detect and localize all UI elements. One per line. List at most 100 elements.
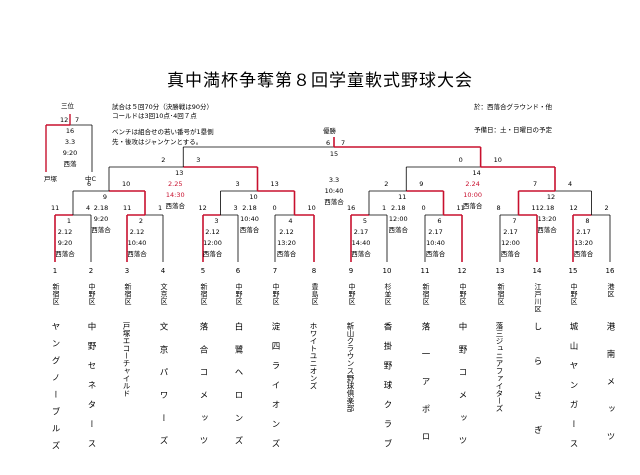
- team-ward: 中野区: [570, 283, 578, 306]
- game-venue: 西落合: [91, 226, 111, 234]
- team-name: ホワイトユニオンズ: [309, 322, 318, 390]
- reserve-note: 予備日：土・日曜日の予定: [474, 126, 552, 134]
- game-time: 13:20: [537, 215, 557, 223]
- game-no: 12: [546, 193, 556, 201]
- team-name: 落一アポロ: [420, 322, 430, 460]
- game-no: 3: [214, 217, 219, 225]
- game-date: 2.17: [428, 228, 443, 236]
- game-date: 2.12: [279, 228, 294, 236]
- venue-note: 於：西落合グラウンド・他: [474, 103, 552, 111]
- rules-line-1: 試合は５回70分（決勝戦は90分）: [112, 103, 214, 111]
- score-left: 0: [458, 156, 463, 164]
- score-left: 3: [235, 180, 240, 188]
- game-no: 8: [585, 217, 590, 225]
- game-venue: 西落合: [388, 226, 409, 234]
- game-no: 1: [66, 217, 72, 225]
- game-time: 10:00: [463, 191, 482, 199]
- team-ward: 江戸川区: [534, 283, 542, 313]
- team-ward: 豊島区: [311, 283, 319, 306]
- team-name: 落三ジュニアファイターズ: [495, 322, 504, 412]
- game-time: 12:00: [388, 215, 408, 223]
- score-right: 13: [270, 180, 279, 188]
- game-venue: 西落合: [55, 250, 75, 258]
- team-name: 白鷺ヘロンズ: [233, 322, 243, 459]
- game-no: 11: [398, 193, 407, 201]
- score-left: 0: [272, 204, 277, 212]
- score-right: 10: [122, 180, 131, 188]
- score-right: 1: [382, 204, 387, 212]
- final-label: 優勝: [323, 127, 336, 135]
- game-no: 4: [288, 217, 293, 225]
- game-date: 2.12: [57, 228, 73, 236]
- game-no: 10: [249, 193, 258, 201]
- final-date: 3.3: [328, 176, 340, 184]
- game-date: 2.17: [353, 228, 369, 236]
- score-left: 12: [198, 204, 207, 212]
- game-time: 14:40: [351, 239, 371, 247]
- game-time: 9:20: [93, 215, 109, 223]
- team-ward: 中野区: [459, 283, 467, 306]
- score-left: 12: [569, 204, 578, 212]
- game-date: 2.17: [576, 228, 591, 236]
- game-date: 2.25: [168, 180, 183, 188]
- score-right: 10: [307, 204, 316, 212]
- team-number: 9: [348, 267, 354, 275]
- team-number: 16: [605, 267, 615, 275]
- team-name: 淀四ライオンズ: [270, 322, 280, 459]
- team-name: 中野コメッツ: [457, 322, 467, 459]
- team-name: 落合コメッツ: [198, 322, 208, 459]
- team-number: 13: [495, 267, 505, 275]
- team-ward: 新宿区: [200, 283, 208, 306]
- team-number: 12: [457, 267, 467, 275]
- team-number: 3: [124, 267, 130, 275]
- rules-line-4: 先・後攻はジャンケンとする。: [112, 138, 203, 146]
- third-place-venue: 西落: [63, 160, 77, 168]
- game-venue: 西落合: [573, 250, 594, 258]
- game-time: 12:00: [501, 239, 520, 247]
- game-venue: 西落合: [165, 202, 186, 210]
- game-venue: 西落合: [202, 250, 223, 258]
- game-date: 2.24: [465, 180, 480, 188]
- score-left: 0: [421, 204, 426, 212]
- third-place-label: 三位: [61, 102, 74, 110]
- game-venue: 西落合: [127, 250, 147, 258]
- score-left: 2: [384, 180, 389, 188]
- score-right: 2: [604, 204, 609, 212]
- final-venue: 西落合: [324, 198, 344, 206]
- score-left: 6: [87, 180, 92, 188]
- team-number: 1: [52, 267, 58, 275]
- team-name: 港南メッツ: [605, 322, 615, 460]
- team-ward: 文京区: [160, 283, 168, 306]
- game-no: 2: [138, 217, 144, 225]
- score-left: 8: [496, 204, 501, 212]
- score-right: 4: [86, 204, 91, 212]
- team-number: 2: [88, 267, 94, 275]
- game-venue: 西落合: [500, 250, 521, 258]
- game-venue: 西落合: [351, 250, 371, 258]
- game-venue: 西落合: [425, 250, 446, 258]
- team-name: 香掛野球クラブ: [382, 322, 392, 459]
- team-number: 6: [235, 267, 241, 275]
- team-number: 8: [311, 267, 317, 275]
- team-name: 新山クラウンス野球倶楽部: [346, 322, 355, 412]
- team-ward: 中野区: [348, 283, 356, 306]
- score-right: 9: [419, 180, 424, 188]
- team-ward: 港区: [607, 283, 615, 298]
- game-time: 13:20: [277, 239, 296, 247]
- team-name: 戸塚エコーチャイルド: [122, 322, 131, 397]
- game-venue: 西落合: [537, 226, 557, 234]
- game-time: 13:20: [574, 239, 593, 247]
- score-right: 11: [531, 204, 540, 212]
- score-left: 16: [347, 204, 356, 212]
- team-ward: 新宿区: [422, 283, 430, 306]
- third-score-left: 12: [60, 116, 69, 124]
- score-left: 2: [161, 156, 166, 164]
- game-no: 14: [472, 169, 481, 177]
- score-right: 3: [233, 204, 238, 212]
- team-ward: 新宿区: [52, 283, 60, 306]
- third-team-left: 戸塚: [44, 175, 57, 183]
- third-team-right: 中C: [85, 175, 97, 183]
- game-date: 2.18: [93, 204, 109, 212]
- team-ward: 中野区: [235, 283, 243, 306]
